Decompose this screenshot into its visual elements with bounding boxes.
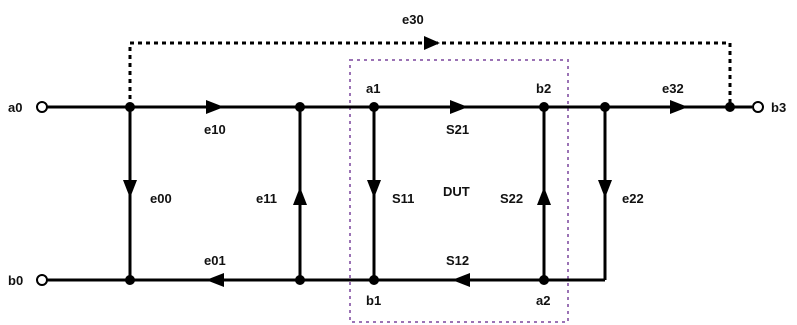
- node-e11-bottom: [295, 275, 305, 285]
- node-a1-label: a1: [366, 81, 380, 96]
- node-b2: [539, 102, 549, 112]
- s11-label: S11: [392, 191, 414, 206]
- s22-label: S22: [500, 191, 523, 206]
- e01-arrow: [206, 273, 224, 287]
- e00-label: e00: [150, 191, 172, 206]
- node-a0-junction: [125, 102, 135, 112]
- e00-arrow: [123, 180, 137, 198]
- node-e11-top: [295, 102, 305, 112]
- s21-arrow: [450, 100, 468, 114]
- e30-leakage-path: [128, 41, 732, 107]
- node-a1: [369, 102, 379, 112]
- node-b1-label: b1: [366, 293, 381, 308]
- port-b0: [36, 274, 48, 286]
- e32-label: e32: [662, 81, 684, 96]
- e11-label: e11: [256, 191, 277, 206]
- node-e22-top: [600, 102, 610, 112]
- node-a2: [539, 275, 549, 285]
- e30-label: e30: [402, 12, 424, 27]
- port-b3-label: b3: [771, 100, 786, 115]
- e01-label: e01: [204, 253, 226, 268]
- node-a2-label: a2: [536, 293, 550, 308]
- port-b0-label: b0: [8, 273, 23, 288]
- s22-arrow: [537, 187, 551, 205]
- port-a0: [36, 101, 48, 113]
- s11-arrow: [367, 180, 381, 198]
- e10-arrow: [206, 100, 224, 114]
- e22-label: e22: [622, 191, 644, 206]
- node-b3-junction: [725, 102, 735, 112]
- e22-arrow: [598, 180, 612, 198]
- e30-arrow: [424, 36, 440, 50]
- s12-arrow: [452, 273, 470, 287]
- dut-label: DUT: [443, 184, 470, 199]
- node-b1: [369, 275, 379, 285]
- node-b0-junction: [125, 275, 135, 285]
- port-a0-label: a0: [8, 100, 22, 115]
- e11-arrow: [293, 187, 307, 205]
- node-b2-label: b2: [536, 81, 551, 96]
- e32-arrow: [670, 100, 688, 114]
- s12-label: S12: [446, 253, 469, 268]
- port-b3: [752, 101, 764, 113]
- s21-label: S21: [446, 122, 469, 137]
- e10-label: e10: [204, 122, 226, 137]
- dut-box: [349, 59, 569, 323]
